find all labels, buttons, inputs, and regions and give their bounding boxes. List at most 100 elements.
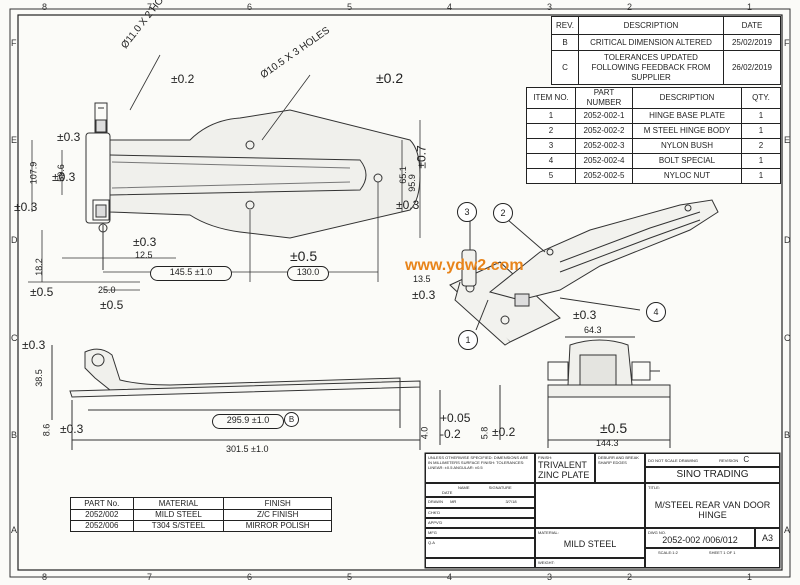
rev-b-description: CRITICAL DIMENSION ALTERED [578,34,724,51]
mat-header-finish: FINISH [223,497,332,510]
grid-bottom-3: 3 [547,572,553,582]
tb-dwg-cell: DWG NO. 2052-002 /006/012 [645,528,755,548]
tb-row-qa: Q.A [425,538,535,558]
mat-header-part: PART No. [70,497,134,510]
rev-header-description: DESCRIPTION [578,16,724,35]
mat-row-2-material: T304 S/STEEL [132,520,225,532]
tol-13-5: ±0.3 [412,288,436,302]
hinge-top-view [85,102,421,270]
tb-notes: UNLESS OTHERWISE SPECIFIED: DIMENSIONS A… [425,453,535,483]
rev-c-letter: C [551,50,579,85]
bom-row-5-part: 2052-002-5 [575,168,633,184]
tol-144-3: ±0.5 [600,420,628,436]
grid-left-B: B [11,430,18,440]
mat-row-1-part: 2052/002 [70,509,134,521]
bom-header-item: ITEM NO. [526,87,576,109]
grid-bottom-7: 7 [147,572,153,582]
bom-row-4-item: 4 [526,153,576,169]
tb-material: MILD STEEL [563,539,617,549]
bom-row-5-description: NYLOC NUT [632,168,742,184]
tol-hole-small: ±0.2 [171,72,195,86]
grid-right-E: E [784,135,791,145]
dim-295-9: 295.9 ±1.0 [212,414,284,429]
grid-right-C: C [784,333,791,343]
rev-c-description: TOLERANCES UPDATED FOLLOWING FEEDBACK FR… [578,50,724,85]
tb-row-mfg: MFG [425,528,535,538]
bom-row-5-qty: 1 [741,168,781,184]
tb-row-label-drawn: DRAWN [428,499,443,504]
grid-top-5: 5 [347,2,353,12]
inner-border [17,14,783,571]
tb-do-not-scale: DO NOT SCALE DRAWING [648,458,699,463]
tb-sig-header: NAME SIGNATURE DATE [425,483,535,497]
bom-row-4-description: BOLT SPECIAL [632,153,742,169]
bom-row-3-item: 3 [526,138,576,154]
tb-row-chkd: CHK'D [425,508,535,518]
tb-finish-cell: FINISH: TRIVALENT ZINC PLATE [535,453,595,483]
tol-18-2: ±0.5 [30,285,54,299]
bom-row-1-description: HINGE BASE PLATE [632,108,742,124]
grid-left-D: D [11,235,18,245]
revision-table: REV. DESCRIPTION DATE B CRITICAL DIMENSI… [551,16,781,85]
grid-left-A: A [11,525,18,535]
bom-row-2-part: 2052-002-2 [575,123,633,139]
tb-finish: TRIVALENT ZINC PLATE [538,460,590,480]
grid-right-F: F [784,38,790,48]
dim-4-0: 4.0 [419,426,430,440]
tol-25: ±0.5 [100,298,124,312]
tb-material-label: MATERIAL: [538,530,559,535]
grid-top-1: 1 [747,2,753,12]
rev-header-rev: REV. [551,16,579,35]
rev-c-desc-line2: FOLLOWING FEEDBACK FROM [591,62,711,72]
grid-bottom-5: 5 [347,572,353,582]
tb-material-cell: MATERIAL: MILD STEEL [535,528,645,558]
dim-12-5: 12.5 [135,250,153,260]
tol-95-9: ±0.7 [414,145,429,169]
grid-top-6: 6 [247,2,253,12]
grid-top-2: 2 [627,2,633,12]
bom-row-4-part: 2052-002-4 [575,153,633,169]
bom-row-3-description: NYLON BUSH [632,138,742,154]
dim-8-6: 8.6 [41,423,52,437]
tb-row-appvd: APPV'D [425,518,535,528]
grid-bottom-6: 6 [247,572,253,582]
mat-row-1-finish: Z/C FINISH [223,509,332,521]
tb-drawn-date: 3/7/18 [505,499,517,504]
dim-38-5: 38.5 [33,369,44,387]
mat-header-material: MATERIAL [132,497,225,510]
tol-side-8-6: ±0.3 [60,422,84,436]
grid-top-7: 7 [147,2,153,12]
bom-row-5-item: 5 [526,168,576,184]
dim-144-3: 144.3 [596,438,619,448]
grid-bottom-4: 4 [447,572,453,582]
tb-scale-sheet-row: SCALE:1:2 SHEET 1 OF 1 [645,548,780,568]
dim-95-9: 95.9 [406,174,417,192]
tb-title-cell: TITLE: M/STEEL REAR VAN DOOR HINGE [645,483,780,528]
tb-title: M/STEEL REAR VAN DOOR HINGE [654,500,771,520]
grid-left-C: C [11,333,18,343]
balloon-item-1: 1 [458,330,478,350]
grid-right-A: A [784,525,791,535]
bom-header-part-line1: PART [593,88,615,97]
tol-4-0-up: +0.05 [440,411,471,425]
tol-65: ±0.3 [396,198,420,212]
grid-bottom-1: 1 [747,572,753,582]
tb-dwg-no: 2052-002 /006/012 [662,535,738,545]
bom-row-1-part: 2052-002-1 [575,108,633,124]
tol-64-3: ±0.3 [573,308,597,322]
hinge-isometric-view [449,199,719,346]
bom-row-1-item: 1 [526,108,576,124]
tb-blank-row [425,558,535,568]
dim-5-8: 5.8 [479,426,490,440]
tol-4-0-dn: -0.2 [440,427,461,441]
tb-scale-row: DO NOT SCALE DRAWING REVISION C [645,453,780,467]
tol-5-8: ±0.2 [492,425,516,439]
grid-top-4: 4 [447,2,453,12]
tb-size: A3 [755,528,780,548]
grid-left-F: F [11,38,17,48]
tb-name-label: NAME [458,485,470,490]
rev-b-letter: B [551,34,579,51]
